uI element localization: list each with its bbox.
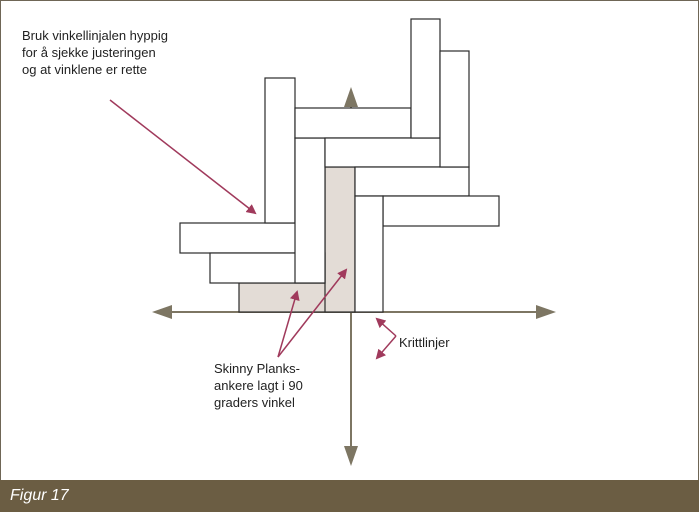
pointer-arrows [109, 99, 397, 360]
anchor-plank-vertical [324, 166, 356, 313]
arrow-to-plank-icon [109, 99, 257, 215]
plank [410, 18, 441, 139]
chalk-lines-label: Krittlinjer [399, 335, 450, 350]
plank [354, 195, 384, 313]
plank [264, 77, 296, 224]
plank-layout-diagram [109, 18, 556, 466]
anchors-label: Skinny Planks- ankere lagt i 90 graders … [214, 361, 303, 410]
arrow-to-anchor-horizontal-icon [277, 290, 300, 358]
figure-caption: Figur 17 [10, 487, 69, 504]
alignment-note: Bruk vinkellinjalen hyppig for å sjekke … [22, 28, 168, 77]
arrow-to-chalk-line-upper-icon [375, 317, 397, 337]
plank [179, 222, 297, 254]
axis-arrowhead-right-icon [536, 305, 556, 319]
caption-bar: Figur 17 [0, 480, 699, 512]
plank [439, 50, 470, 168]
plank [294, 137, 326, 284]
plank [382, 195, 500, 227]
planks [179, 18, 500, 313]
arrow-to-chalk-line-lower-icon [375, 335, 397, 360]
axis-arrowhead-left-icon [152, 305, 172, 319]
plank [294, 107, 412, 139]
plank [324, 137, 442, 168]
axis-arrowhead-bottom-icon [344, 446, 358, 466]
axis-arrowhead-top-icon [344, 87, 358, 107]
arrow-to-anchor-vertical-icon [277, 268, 348, 358]
plank [354, 166, 470, 197]
